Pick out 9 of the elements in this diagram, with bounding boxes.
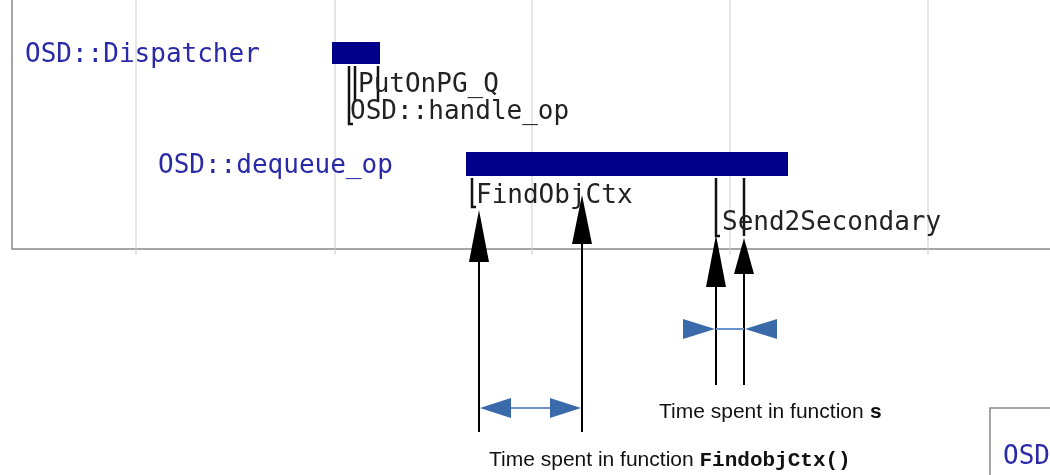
function-name: FindObjCtx: [476, 179, 633, 209]
timeline-bar: [466, 152, 788, 176]
function-name: OSD::handle_op: [350, 95, 570, 125]
caption-text: Time spent in function FindobjCtx(): [489, 446, 851, 474]
timeline-bar: [332, 42, 380, 64]
trace-name: OSD: [1003, 440, 1050, 470]
caption-text: Time spent in function s: [659, 398, 884, 426]
trace-name: OSD::dequeue_op: [158, 149, 393, 179]
trace-name: OSD::Dispatcher: [25, 38, 260, 68]
